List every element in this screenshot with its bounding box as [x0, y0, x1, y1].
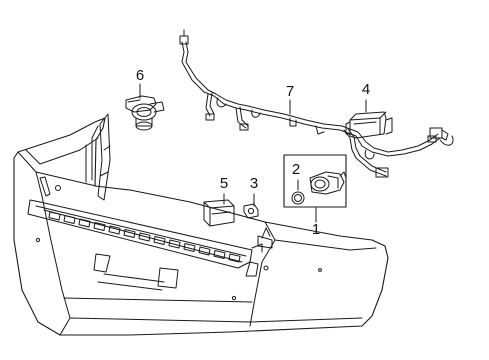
- park-sensor: [309, 171, 347, 195]
- callout-6: 6: [135, 67, 145, 84]
- retainer-3: [243, 203, 259, 219]
- step-rib: [198, 246, 211, 256]
- sensor-assembly-6: [125, 95, 165, 131]
- step-rib: [153, 236, 166, 245]
- wiring-harness: [179, 29, 454, 178]
- step-rib: [123, 229, 136, 238]
- step-rib: [183, 243, 196, 252]
- left-mounting-bracket: [97, 113, 111, 201]
- callout-5: 5: [219, 175, 229, 192]
- step-rib: [168, 239, 181, 249]
- callout-7: 7: [285, 83, 295, 100]
- bumper-cover: [13, 117, 389, 336]
- callout-4: 4: [361, 81, 371, 98]
- step-rib: [93, 222, 106, 231]
- park-assist-module: [345, 111, 393, 139]
- control-module-5: [203, 199, 235, 227]
- callout-3: 3: [249, 175, 259, 192]
- seal-ring-2: [291, 191, 305, 205]
- step-rib: [213, 250, 226, 259]
- step-rib: [63, 215, 76, 224]
- step-rib: [78, 218, 91, 228]
- detail-box: [283, 154, 347, 208]
- callout-1: 1: [311, 221, 321, 238]
- step-rib: [48, 211, 61, 221]
- step-rib: [108, 225, 121, 235]
- step-rib: [138, 232, 151, 242]
- step-rib: [228, 253, 241, 263]
- callout-2: 2: [291, 161, 301, 178]
- step-pad: [27, 199, 263, 277]
- leader-lines: [139, 83, 367, 223]
